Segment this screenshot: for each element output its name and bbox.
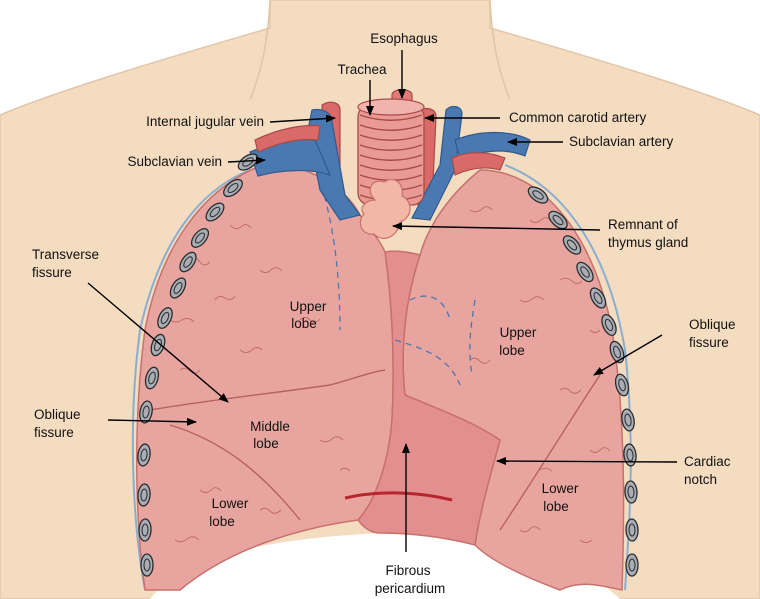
rib-cross-section-icon [141,554,153,576]
lower-lobe-right-label-line2: lobe [209,514,235,529]
lower-lobe-left-label-line2: lobe [543,499,569,514]
internal-jugular-vein-label: Internal jugular vein [146,114,264,129]
oblique-fissure-left-label-line2: fissure [34,425,74,440]
common-carotid-artery-label: Common carotid artery [509,110,647,125]
transverse-fissure-label-line1: Transverse [32,247,99,262]
oblique-fissure-right-label-line1: Oblique [689,317,736,332]
trachea-label: Trachea [337,62,387,77]
oblique-fissure-left-label-line1: Oblique [34,407,81,422]
upper-lobe-right-label-line1: Upper [290,299,327,314]
fibrous-pericardium-label-line1: Fibrous [385,563,430,578]
upper-lobe-right-label-line2: lobe [291,316,317,331]
subclavian-artery-label: Subclavian artery [569,134,674,149]
rib-cross-section-icon [626,519,639,541]
remnant-thymus-label-line1: Remnant of [608,217,678,232]
rib-cross-section-icon [626,554,638,576]
upper-lobe-left-label-line1: Upper [500,325,537,340]
oblique-fissure-right-label-line2: fissure [689,335,729,350]
upper-lobe-left-label-line2: lobe [499,343,525,358]
middle-lobe-label-line2: lobe [253,436,279,451]
cardiac-notch-label-line2: notch [684,472,717,487]
transverse-fissure-label-line2: fissure [32,265,72,280]
middle-lobe-label-line1: Middle [250,419,290,434]
lower-lobe-right-label-line1: Lower [212,496,249,511]
rib-cross-section-icon [139,519,152,541]
subclavian-vein-label: Subclavian vein [127,154,222,169]
remnant-thymus-label-line2: thymus gland [608,235,688,250]
cardiac-notch-label-line1: Cardiac [684,454,731,469]
lower-lobe-left-label-line1: Lower [542,481,579,496]
fibrous-pericardium-label-line2: pericardium [375,581,446,596]
esophagus-label: Esophagus [370,31,438,46]
